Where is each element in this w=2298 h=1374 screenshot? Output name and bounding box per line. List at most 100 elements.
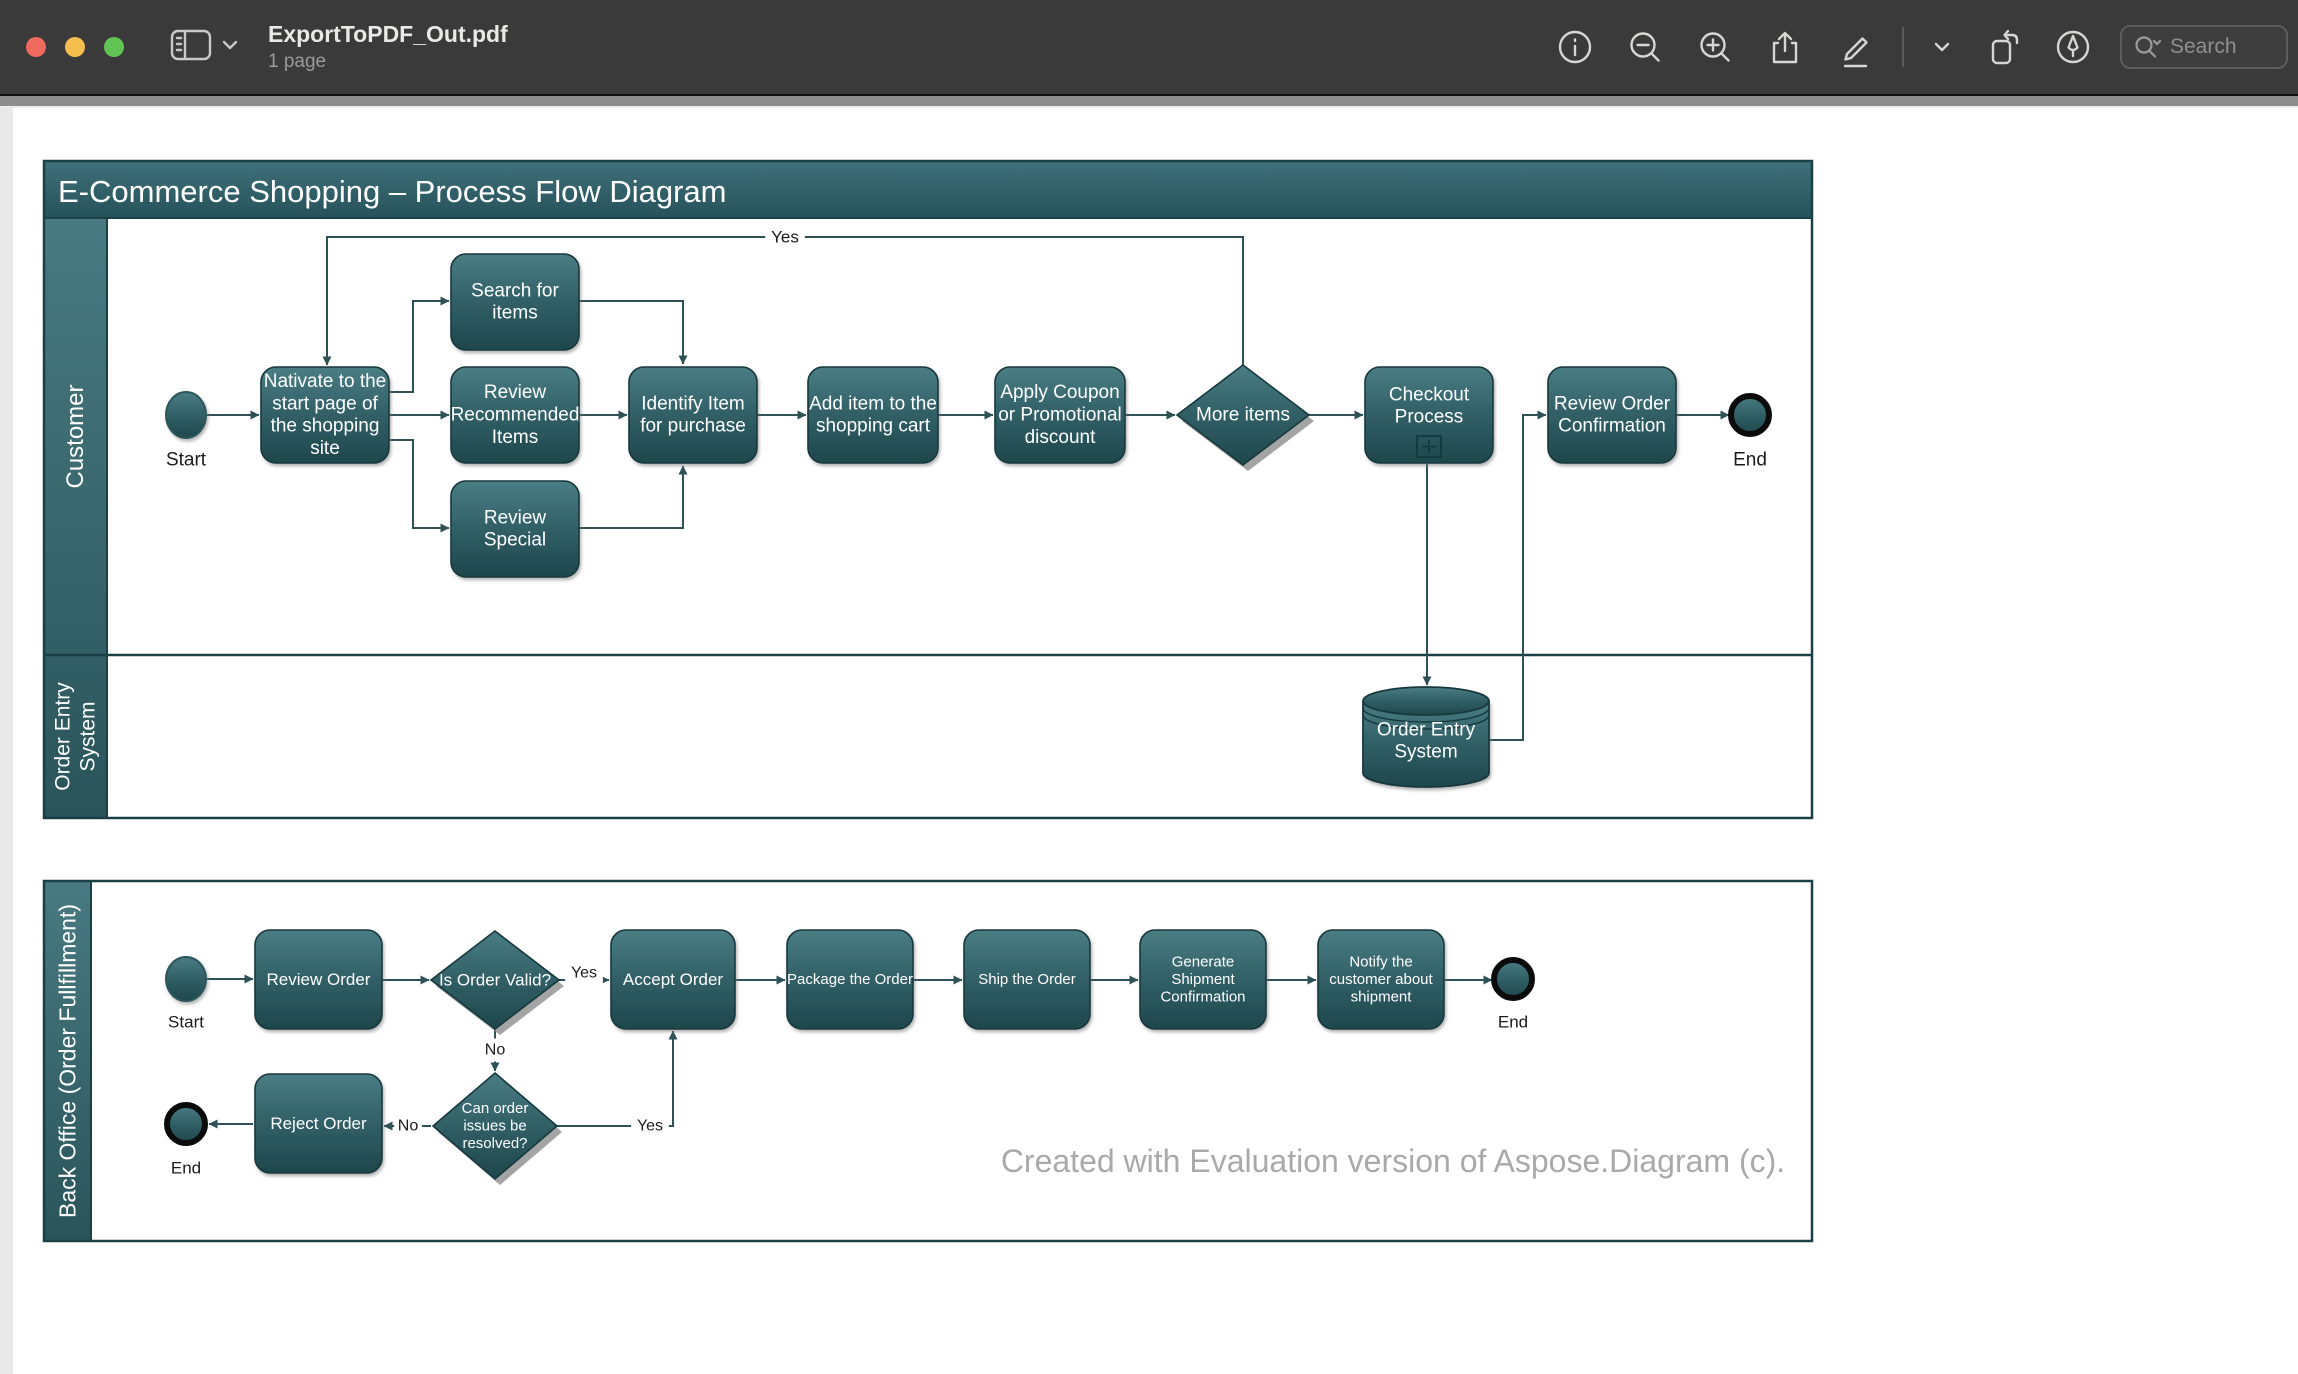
svg-text:End: End [1733,450,1767,471]
end-event-reject: End [164,1102,208,1178]
close-button[interactable] [26,37,46,57]
rotate-button[interactable] [1980,24,2026,70]
svg-text:Confirmation: Confirmation [1160,989,1245,1006]
markup-pen-icon [1843,37,1868,68]
svg-text:Review: Review [484,507,547,528]
pool-ecommerce-shopping: E-Commerce Shopping – Process Flow Diagr… [42,159,1814,820]
svg-text:End: End [1498,1013,1528,1032]
flow-more-items-yes-loop: Yes [322,225,1244,366]
svg-text:shopping cart: shopping cart [816,416,931,437]
svg-text:Recommended: Recommended [451,405,580,426]
search-field[interactable]: Search [2120,25,2288,69]
flow-search-to-identify [579,300,688,365]
pen-nib-icon [2056,30,2090,64]
svg-text:Yes: Yes [771,228,799,247]
task-ship-order: Ship the Order [963,929,1091,1030]
pool-header [43,160,1813,219]
svg-text:No: No [398,1118,419,1135]
svg-text:Is Order Valid?: Is Order Valid? [439,971,551,990]
flow-valid-no: No [481,1029,509,1072]
highlight-button[interactable] [2050,24,2096,70]
svg-text:Apply Coupon: Apply Coupon [1000,382,1119,403]
svg-text:the shopping: the shopping [271,416,380,437]
window-content-divider [0,96,2298,108]
svg-text:Add item to the: Add item to the [809,393,937,414]
svg-text:site: site [310,438,340,459]
svg-text:Customer: Customer [62,384,89,488]
task-reject-order: Reject Order [254,1073,383,1174]
titlebar: ExportToPDF_Out.pdf 1 page [0,0,2298,96]
svg-text:Shipment: Shipment [1171,971,1235,988]
svg-text:System: System [76,701,99,771]
flow-resolve-no: No [383,1114,431,1138]
svg-text:End: End [171,1159,201,1178]
zoom-in-icon [1700,32,1730,62]
svg-text:System: System [1394,742,1457,763]
svg-text:items: items [492,303,537,324]
info-button[interactable] [1552,24,1598,70]
task-accept-order: Accept Order [610,929,736,1030]
window-title: ExportToPDF_Out.pdf [268,21,508,48]
gateway-more-items: More items [1175,363,1314,471]
task-review-order: Review Order [254,929,383,1030]
start-event-back-office: Start [165,956,207,1032]
zoom-in-button[interactable] [1692,24,1738,70]
svg-text:Identify Item: Identify Item [641,393,745,414]
page-count: 1 page [268,50,327,72]
svg-text:Package the Order: Package the Order [787,971,913,988]
svg-text:Process: Process [1395,407,1464,428]
chevron-down-icon [1934,42,1950,52]
svg-text:Items: Items [492,427,538,448]
svg-text:No: No [485,1042,506,1059]
svg-text:Search for: Search for [471,280,559,301]
svg-text:Order Entry: Order Entry [52,682,75,791]
toolbar-divider [1902,27,1904,67]
svg-text:Yes: Yes [571,965,597,982]
svg-text:Confirmation: Confirmation [1558,416,1666,437]
svg-text:Can order: Can order [462,1100,529,1117]
share-icon [1772,31,1798,64]
svg-text:Review: Review [484,382,547,403]
svg-text:Notify the: Notify the [1349,953,1412,970]
svg-text:Generate: Generate [1172,953,1235,970]
window-title-group: ExportToPDF_Out.pdf 1 page [268,21,508,72]
gateway-is-order-valid: Is Order Valid? [429,929,564,1035]
pool-title: E-Commerce Shopping – Process Flow Diagr… [58,174,726,209]
traffic-lights [26,37,124,57]
share-button[interactable] [1762,24,1808,70]
end-event-customer: End [1728,393,1772,471]
zoom-button[interactable] [104,37,124,57]
zoom-out-button[interactable] [1622,24,1668,70]
evaluation-watermark: Created with Evaluation version of Aspos… [1001,1143,1785,1179]
task-package-order: Package the Order [786,929,914,1030]
end-event-back-office: End [1491,957,1535,1032]
svg-text:Start: Start [168,1013,204,1032]
zoom-out-icon [1630,32,1660,62]
view-menu-chevron-icon[interactable] [220,25,240,70]
search-icon [2135,36,2162,58]
sidebar-toggle-button[interactable] [168,23,214,72]
flow-datastore-to-confirmation [1489,410,1547,741]
markup-options-button[interactable] [1928,24,1956,70]
minimize-button[interactable] [65,37,85,57]
svg-text:Reject Order: Reject Order [270,1114,367,1133]
flow-navigate-to-search [389,296,450,393]
svg-text:Review Order: Review Order [267,970,371,989]
lane-back-office: Back Office (Order Fullfillment) [55,904,81,1218]
subprocess-plus-icon [1416,435,1442,458]
markup-button[interactable] [1832,24,1878,70]
svg-text:Back Office (Order Fullfillmen: Back Office (Order Fullfillment) [55,904,81,1218]
svg-text:start page of: start page of [272,393,378,414]
svg-text:Yes: Yes [637,1118,663,1135]
